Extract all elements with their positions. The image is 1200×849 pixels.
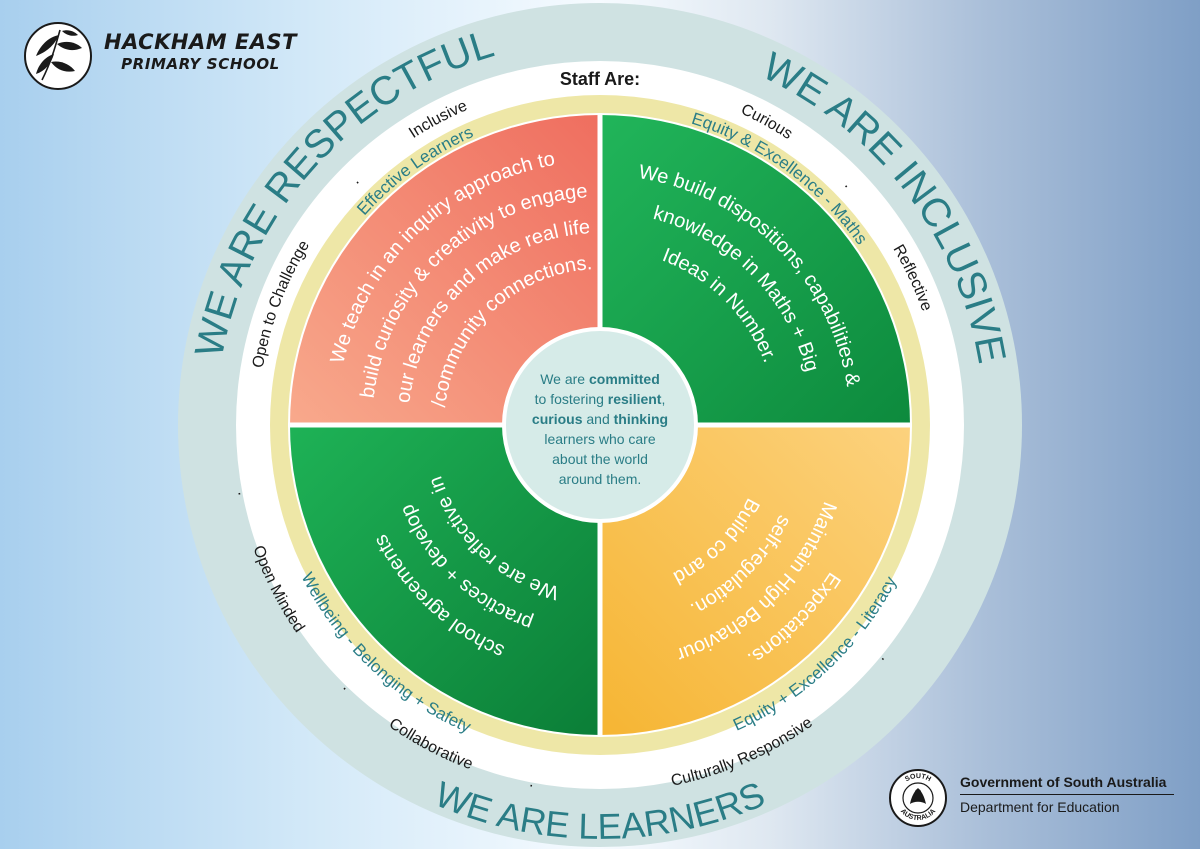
staff-are-label: Staff Are: [560,69,640,89]
school-name-line2: PRIMARY SCHOOL [121,55,280,73]
quadrant-top-left [290,115,600,425]
government-branding: SOUTH AUSTRALIA Government of South Aust… [888,768,1178,828]
trait-separator: . [234,489,252,497]
svg-text:We are committed: We are committed [540,371,660,387]
state-seal-icon: SOUTH AUSTRALIA [889,769,947,827]
quadrant-top-right [600,115,910,425]
svg-text:around them.: around them. [559,471,642,487]
school-name: HACKHAM EAST PRIMARY SCHOOL [104,30,297,74]
svg-text:SOUTH: SOUTH [904,773,932,783]
department-name: Department for Education [960,799,1120,815]
school-name-line1: HACKHAM EAST [104,30,297,54]
school-logo [24,22,92,90]
svg-text:about the world: about the world [552,451,648,467]
center-statement: We are committed to fostering resilient,… [532,371,668,487]
svg-text:curious and thinking: curious and thinking [532,411,668,427]
divider [960,794,1174,795]
quadrant-bottom-right [600,425,910,735]
svg-text:to fostering resilient,: to fostering resilient, [535,391,666,407]
quadrant-bottom-left [290,425,600,735]
gum-leaf-icon [36,29,82,81]
svg-text:learners who care: learners who care [544,431,655,447]
center-circle [502,327,698,523]
government-name: Government of South Australia [960,774,1167,790]
trait-separator: . [528,773,536,791]
